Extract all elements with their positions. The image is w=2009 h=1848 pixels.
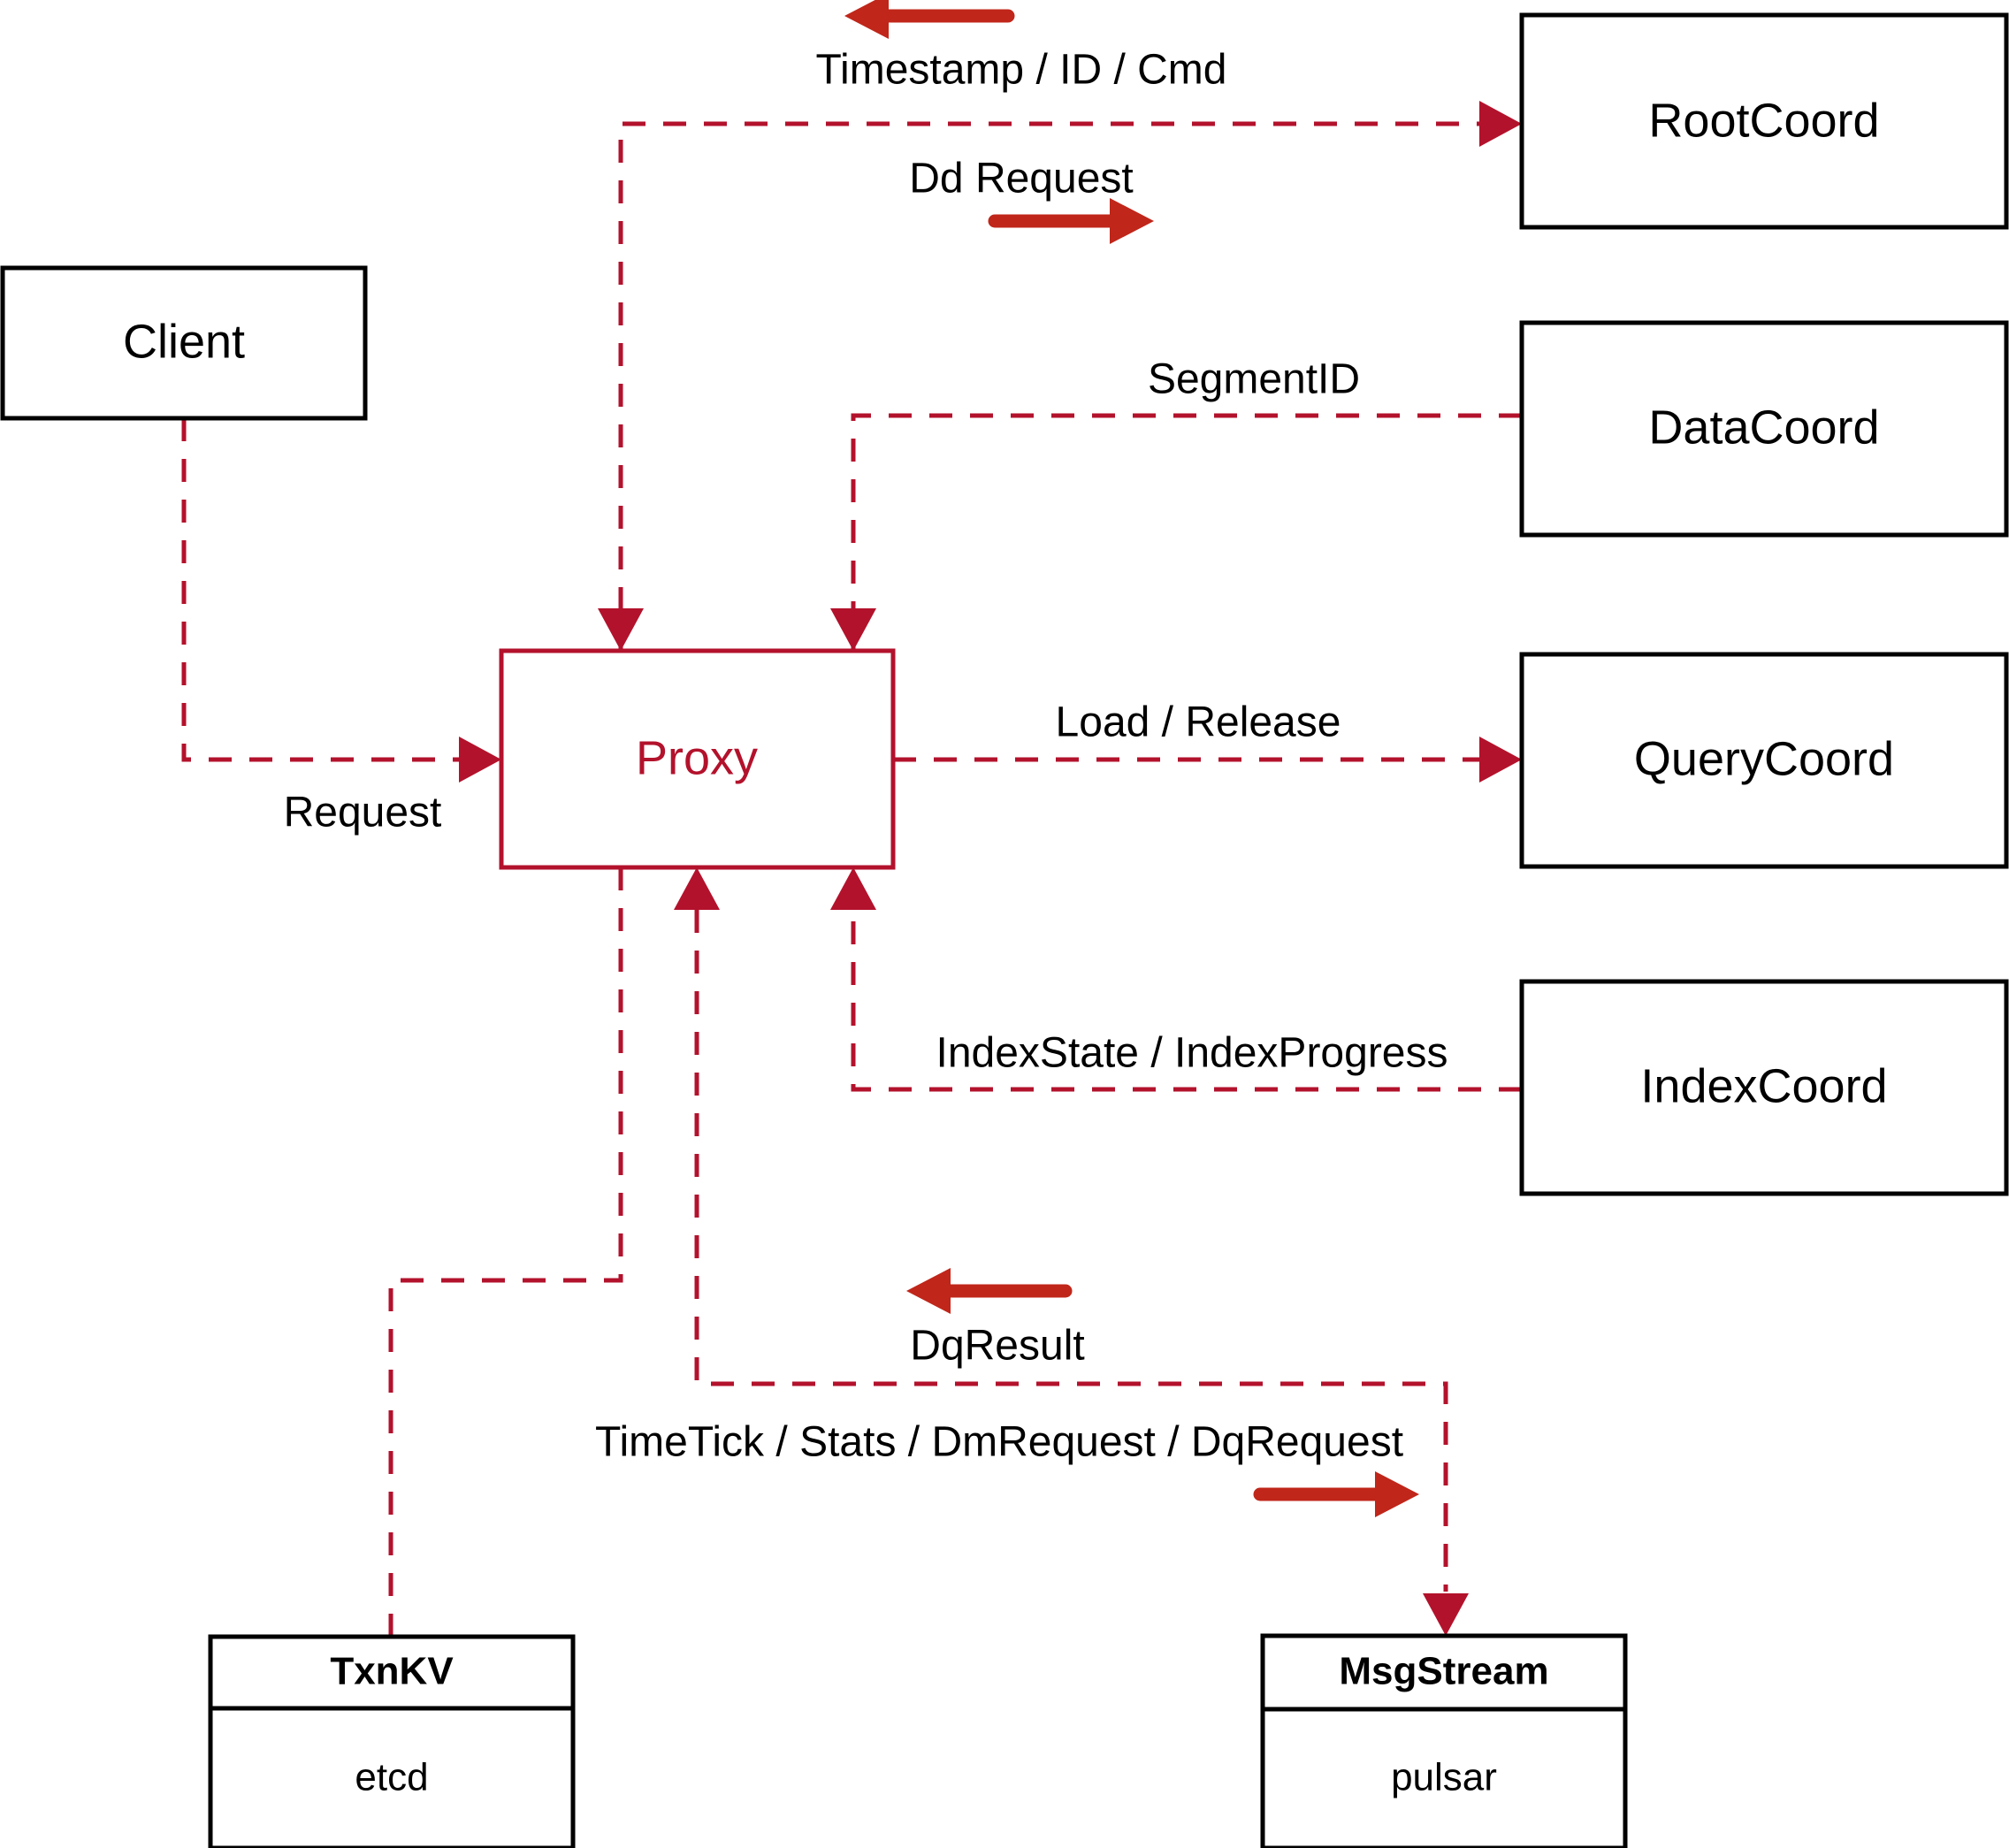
edge-segment-id-arrowhead (830, 608, 876, 651)
direction-arrow-right-dd-request (988, 198, 1154, 244)
edge-label-segment-id: SegmentID (1148, 356, 1360, 403)
node-data-coord-label: DataCoord (1648, 401, 1879, 454)
edge-label-index-state-progress: IndexState / IndexProgress (936, 1030, 1448, 1077)
node-txnkv-label: TxnKV (330, 1650, 454, 1693)
node-index-coord-label: IndexCoord (1640, 1059, 1887, 1112)
node-msgstream-box[interactable] (1260, 1633, 1628, 1848)
node-msgstream-impl-label: pulsar (1391, 1756, 1497, 1799)
edge-msgstream-arrowhead (1423, 1593, 1469, 1636)
edge-request-line (181, 418, 474, 762)
node-query-coord-box[interactable] (1519, 652, 2009, 869)
node-index-coord-box[interactable] (1519, 979, 2009, 1196)
direction-arrow-left-timestamp (844, 0, 1015, 39)
edge-label-timestamp-id-cmd: Timestamp / ID / Cmd (816, 47, 1227, 94)
node-txnkv-box[interactable] (208, 1634, 576, 1848)
edge-label-timetick-stats: TimeTick / Stats / DmRequest / DqRequest (595, 1419, 1403, 1466)
edge-label-load-release: Load / Release (1056, 699, 1341, 746)
node-proxy-box[interactable] (499, 648, 896, 870)
edge-label-dq-result: DqResult (910, 1323, 1084, 1370)
edge-dq-result-arrowhead (674, 867, 720, 910)
edge-index-state-line (851, 910, 1522, 1092)
node-txnkv-impl-label: etcd (355, 1756, 428, 1799)
edge-label-request: Request (284, 790, 442, 836)
node-msgstream-label: MsgStream (1339, 1650, 1548, 1693)
edge-txnkv-line (388, 867, 623, 1637)
node-client-label: Client (123, 315, 245, 368)
edge-request-arrowhead (459, 737, 501, 783)
node-query-coord-label: QueryCoord (1634, 732, 1894, 785)
edge-segment-id-line (851, 413, 1522, 651)
node-client-box[interactable] (0, 265, 368, 421)
node-root-coord-label: RootCoord (1648, 94, 1879, 147)
direction-arrow-right-timetick (1253, 1471, 1419, 1517)
edge-timestamp-arrowhead (598, 608, 644, 651)
node-data-coord-box[interactable] (1519, 320, 2009, 538)
edge-index-state-arrowhead (830, 867, 876, 910)
node-proxy-label: Proxy (636, 731, 758, 784)
edge-load-release-arrowhead (1479, 737, 1522, 783)
edge-dd-request-arrowhead (1479, 101, 1522, 147)
node-root-coord-box[interactable] (1519, 12, 2009, 230)
edge-dd-request-line (618, 121, 1494, 651)
direction-arrow-left-dq-result (906, 1268, 1073, 1314)
edge-label-dd-request: Dd Request (909, 156, 1133, 202)
